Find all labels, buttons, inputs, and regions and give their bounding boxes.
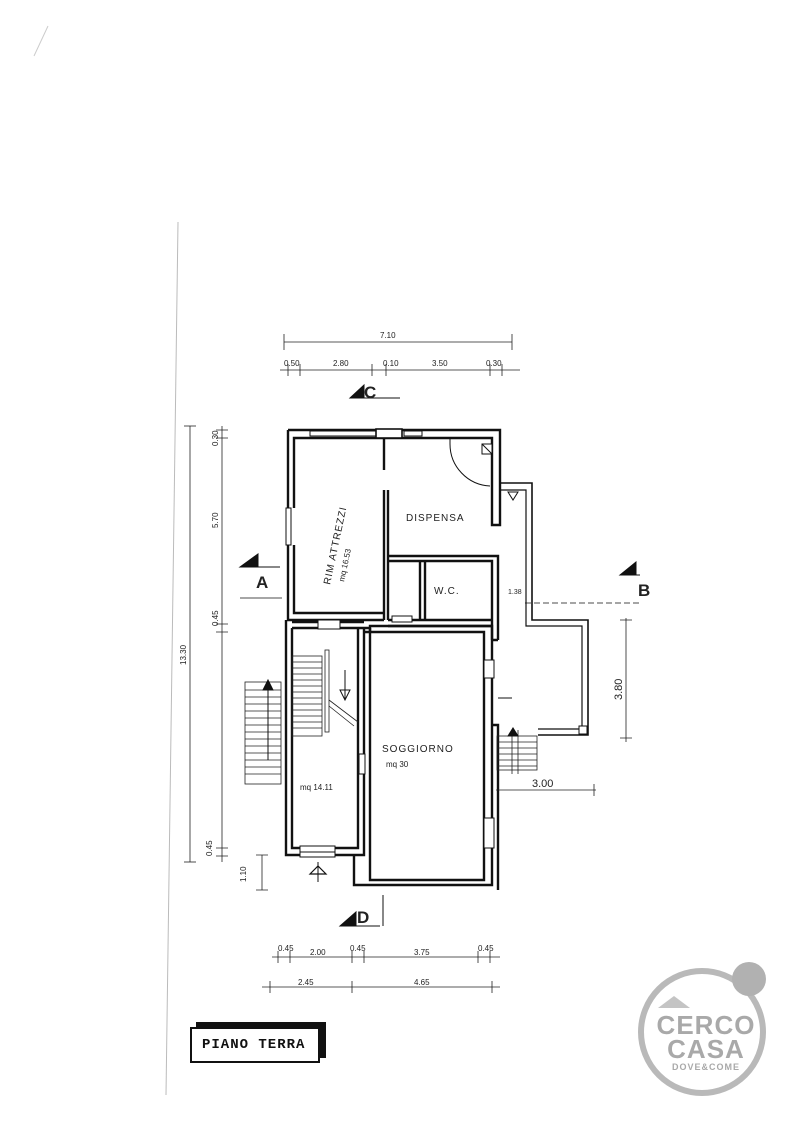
dim-top-5: 0.30 <box>486 359 502 368</box>
dimension-lines <box>184 334 632 993</box>
dim-bottom-a3: 0.45 <box>350 944 366 953</box>
dim-bottom-a2: 2.00 <box>310 948 326 957</box>
dim-top-total: 7.10 <box>380 331 396 340</box>
dim-top-4: 3.50 <box>432 359 448 368</box>
room-area-soggiorno: mq 30 <box>386 760 409 769</box>
doors <box>391 438 493 623</box>
section-markers <box>238 383 640 927</box>
dim-left-total: 13.30 <box>179 644 188 665</box>
margin-line <box>165 221 179 1096</box>
dim-left-1: 0.30 <box>211 430 220 446</box>
windows <box>285 428 495 858</box>
dim-right-porch-h: 3.80 <box>613 679 625 700</box>
dim-top-2: 2.80 <box>333 359 349 368</box>
dim-left-2: 5.70 <box>211 512 220 528</box>
dim-bottom-a5: 0.45 <box>478 944 494 953</box>
dim-bottom-b1: 2.45 <box>298 978 314 987</box>
external-stair-left <box>244 681 282 785</box>
dim-right-porch-w: 3.00 <box>532 778 553 790</box>
logo-tagline: DOVE&COME <box>671 1062 740 1072</box>
room-label-dispensa: DISPENSA <box>406 513 465 524</box>
section-label-c: C <box>364 383 376 402</box>
scan-mark <box>33 25 49 57</box>
section-label-d: D <box>357 908 369 927</box>
dim-left-4: 0.45 <box>205 840 214 856</box>
section-label-b: B <box>638 581 650 600</box>
cercocasa-logo: CERCO CASA DOVE&COME <box>636 962 776 1102</box>
logo-word-cerco: CERCO <box>656 1010 756 1040</box>
internal-stair <box>291 649 359 737</box>
room-area-stair-room: mq 14.11 <box>300 783 333 792</box>
dim-top-3: 0.10 <box>383 359 399 368</box>
walls <box>284 428 502 890</box>
logo-dot <box>732 962 766 996</box>
dim-bottom-a1: 0.45 <box>278 944 294 953</box>
dim-left-5: 1.10 <box>239 866 248 882</box>
logo-ring <box>638 968 766 1096</box>
logo-word-casa: CASA <box>667 1034 745 1064</box>
section-label-a: A <box>256 573 268 592</box>
dim-bottom-a4: 3.75 <box>414 948 430 957</box>
room-label-soggiorno: SOGGIORNO <box>382 744 454 755</box>
room-label-wc: W.C. <box>434 586 460 597</box>
dim-bottom-b2: 4.65 <box>414 978 430 987</box>
porch <box>498 482 589 736</box>
dim-right-step: 1.38 <box>508 589 522 596</box>
drawing-title: PIANO TERRA <box>202 1037 306 1053</box>
house-icon <box>658 996 690 1008</box>
stair-arrows <box>262 491 519 760</box>
drawing-title-box: PIANO TERRA <box>190 1027 320 1063</box>
dim-left-3: 0.45 <box>211 610 220 626</box>
dim-top-1: 0.50 <box>284 359 300 368</box>
porch-steps <box>496 730 538 774</box>
